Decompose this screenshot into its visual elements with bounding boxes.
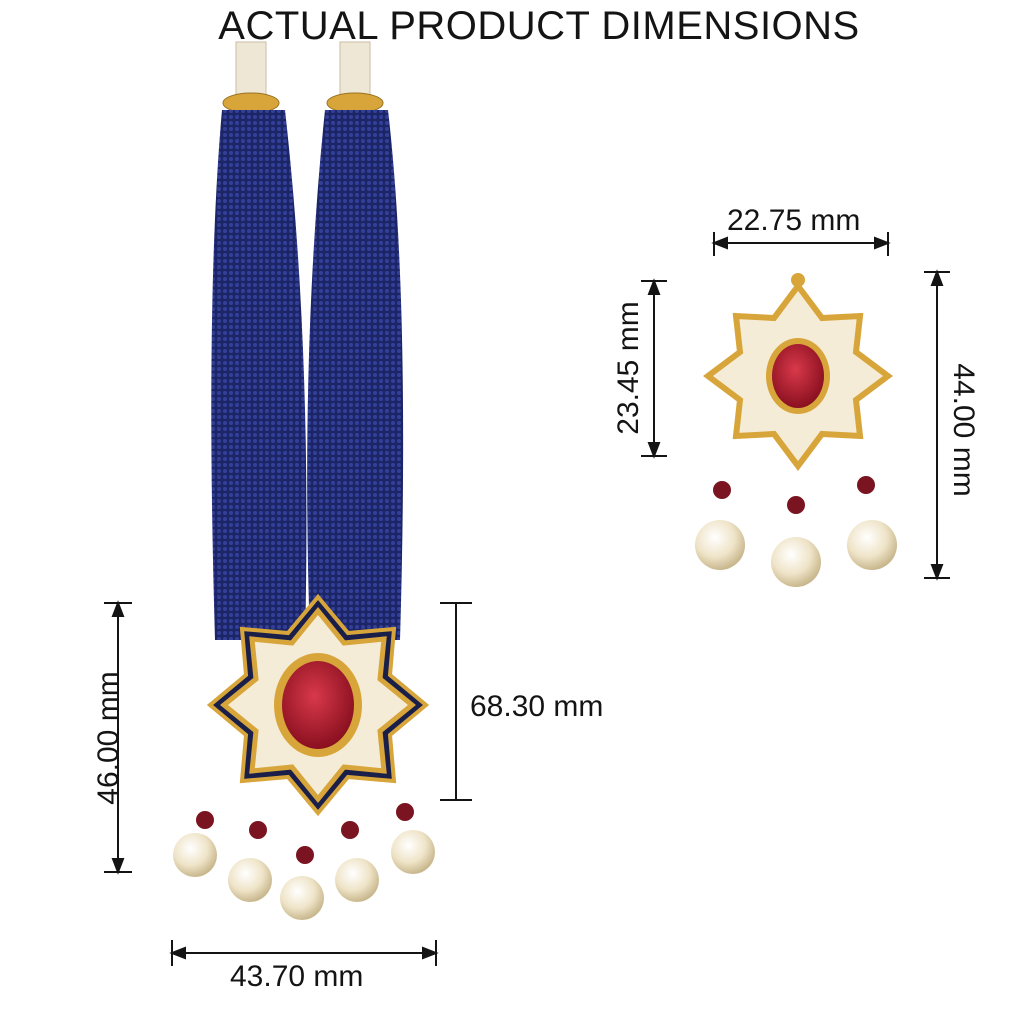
earring-drops (695, 476, 897, 587)
label-earring-top-height: 23.45 mm (612, 301, 645, 435)
necklace-thread-right (326, 41, 384, 114)
bead-strand-left (211, 110, 307, 640)
necklace-pendant (206, 593, 430, 817)
bead-strand-right (307, 110, 404, 640)
necklace-ruby (282, 661, 354, 749)
label-pendant-drop: 68.30 mm (470, 690, 604, 723)
label-pendant-width: 43.70 mm (230, 960, 364, 993)
earring-top (703, 273, 893, 471)
label-earring-total-height: 44.00 mm (947, 363, 980, 497)
page-title: ACTUAL PRODUCT DIMENSIONS (218, 4, 860, 48)
label-pendant-height: 46.00 mm (92, 671, 125, 805)
necklace-thread-left (222, 41, 280, 114)
earring-ruby (772, 344, 824, 408)
necklace-drops (173, 803, 435, 920)
label-earring-width: 22.75 mm (727, 204, 861, 237)
